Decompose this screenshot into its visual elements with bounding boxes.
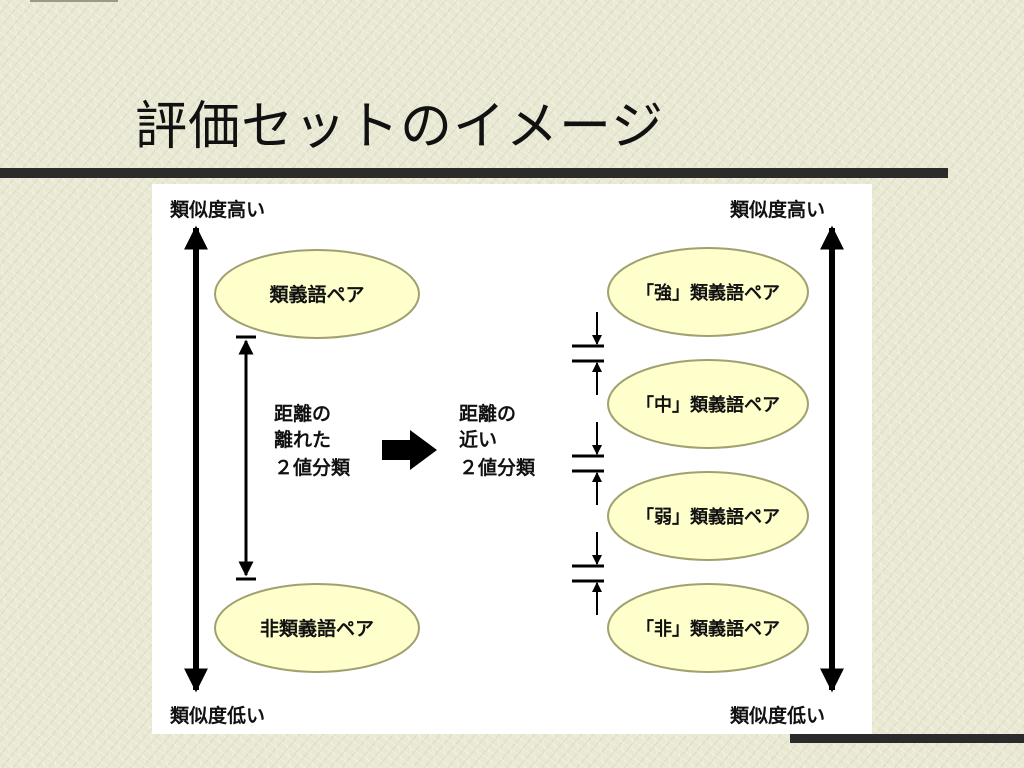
- right-bottom-label: 類似度低い: [729, 704, 825, 727]
- right-gap-marker-3: [572, 532, 604, 615]
- left-synonym-ellipse: [214, 249, 420, 339]
- right-gap-marker-1: [572, 312, 604, 395]
- right-weak-label: 「弱」類義語ペア: [636, 506, 780, 528]
- left-top-label: 類似度高い: [169, 198, 265, 221]
- diagram-svg: 類似度高い 類似度低い 類義語ペア 非類義語ペア 距離の 離れた ２値分類 距離…: [169, 198, 844, 727]
- right-non-ellipse: [607, 583, 809, 673]
- middle-distance-line-2: 近い: [459, 429, 497, 451]
- slide-title: 評価セットのイメージ: [135, 97, 664, 157]
- right-strong-label: 「強」類義語ペア: [636, 282, 780, 304]
- diagram-panel: 類似度高い 類似度低い 類義語ペア 非類義語ペア 距離の 離れた ２値分類 距離…: [152, 184, 872, 734]
- middle-distance-line-3: ２値分類: [459, 457, 536, 479]
- right-non-label: 「非」類義語ペア: [636, 618, 780, 640]
- right-top-label: 類似度高い: [729, 198, 825, 221]
- right-gap-marker-2: [572, 422, 604, 505]
- right-strong-ellipse: [607, 247, 809, 337]
- bottom-rule: [790, 734, 1024, 743]
- left-distance-line-1: 距離の: [274, 402, 331, 425]
- left-non-synonym-ellipse: [214, 583, 420, 673]
- left-distance-line-2: 離れた: [274, 428, 331, 451]
- left-non-synonym-label: 非類義語ペア: [260, 617, 374, 640]
- left-synonym-label: 類義語ペア: [268, 283, 364, 306]
- top-corner-line: [30, 0, 118, 2]
- left-bottom-label: 類似度低い: [169, 704, 265, 727]
- middle-distance-line-1: 距離の: [459, 402, 516, 425]
- right-weak-ellipse: [607, 471, 809, 561]
- transform-arrow: [382, 430, 437, 470]
- right-medium-label: 「中」類義語ペア: [636, 394, 780, 416]
- title-rule: [0, 168, 948, 178]
- right-medium-ellipse: [607, 359, 809, 449]
- left-distance-line-3: ２値分類: [274, 457, 351, 479]
